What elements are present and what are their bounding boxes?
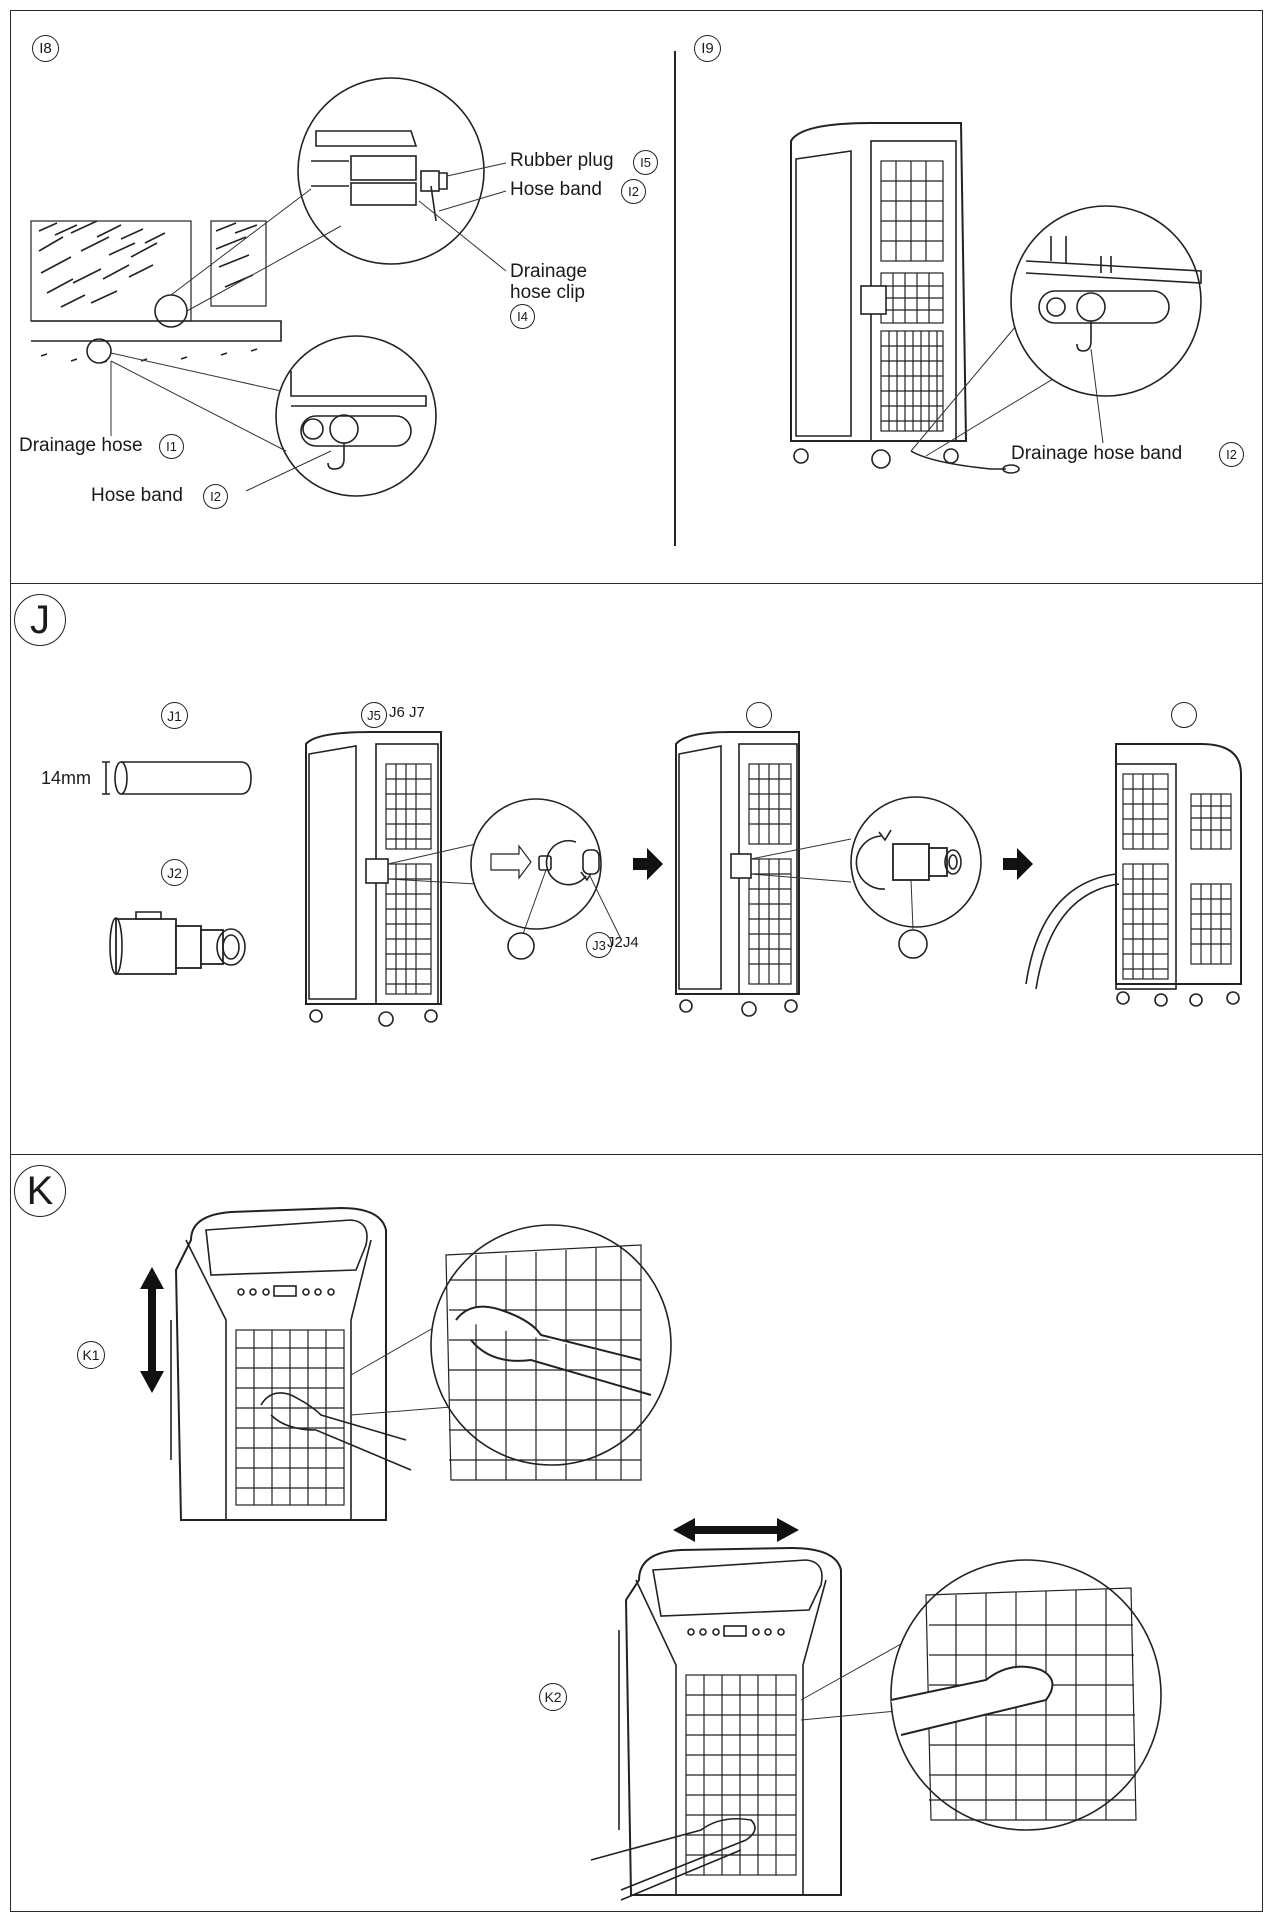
label-drainage-clip-1: Drainage (510, 261, 588, 282)
leader-hose-band-bottom (245, 450, 332, 492)
section-k-letter: K (14, 1165, 66, 1217)
leader-hose-band-top (438, 190, 507, 212)
leader-rubber-plug (446, 162, 507, 177)
j2-ref: J2 (161, 859, 188, 886)
horizontal-double-arrow-icon (673, 1518, 799, 1542)
panel-j: J J1 14mm J2 J5 J6 J7 (10, 583, 1263, 1155)
k1-ref: K1 (77, 1341, 105, 1369)
j-step2-illustration (675, 731, 982, 1017)
ref-i5: I5 (633, 150, 658, 175)
k2-ref: K2 (539, 1683, 567, 1711)
arrow-right-icon (1003, 848, 1033, 880)
j3-ref: J3 (586, 932, 612, 958)
j5-ref: J5 (361, 702, 387, 728)
panel-i: I8 (10, 10, 1263, 585)
k1-unit (170, 1206, 412, 1521)
label-drainage-hose: Drainage hose (19, 435, 143, 456)
i9-ac-unit (790, 122, 1020, 474)
ref-i2-bottom: I2 (203, 484, 228, 509)
i8-zoom-top-detail (311, 130, 448, 222)
j6-j7-refs: J6 J7 (389, 704, 425, 721)
j2-connector-illustration (109, 911, 246, 975)
i8-zoom-bottom-detail (290, 371, 427, 470)
j-unit-3 (1025, 743, 1242, 1007)
label-hose-band-top: Hose band (510, 179, 602, 200)
j1-hose-illustration (102, 761, 252, 795)
step-i8-number: I8 (32, 35, 59, 62)
i8-unit-grille (30, 220, 282, 364)
j-step3-illustration (1025, 743, 1242, 1007)
j2-j4-refs: J2J4 (607, 934, 639, 951)
k1-control-panel (237, 1285, 335, 1297)
i9-zoom-detail (1025, 236, 1202, 352)
i9-illustration (790, 122, 1202, 474)
i8-illustration (30, 77, 507, 497)
j-step1-illustration (305, 731, 622, 1027)
ref-i1: I1 (159, 434, 184, 459)
i-divider (674, 51, 676, 546)
label-drainage-hose-band: Drainage hose band (1011, 443, 1183, 464)
k2-illustration (590, 1546, 1162, 1901)
label-rubber-plug: Rubber plug (510, 150, 614, 171)
j-unit-1 (305, 731, 442, 1027)
k1-zoom-circle (430, 1224, 672, 1466)
leader-drainage-clip (418, 200, 507, 272)
panel-k: K K1 (10, 1154, 1263, 1912)
k1-zoom-detail (445, 1244, 642, 1481)
arrow-right-icon (633, 848, 663, 880)
j1-ref: J1 (161, 702, 188, 729)
vertical-double-arrow-icon (140, 1267, 164, 1393)
j-step3-ref (1171, 702, 1197, 728)
label-hose-band-bottom: Hose band (91, 485, 183, 506)
j1-dimension: 14mm (41, 768, 92, 788)
section-j-letter: J (14, 594, 66, 646)
leader-drainage-hose-band (1090, 348, 1104, 444)
k2-unit (590, 1546, 842, 1901)
step-i9-number: I9 (694, 35, 721, 62)
j-step2-ref (746, 702, 772, 728)
ref-i4: I4 (510, 304, 535, 329)
k1-illustration (170, 1206, 672, 1521)
k2-control-panel (687, 1625, 785, 1637)
j-zoom-1 (470, 798, 602, 930)
j-unit-2 (675, 731, 800, 1017)
ref-i2-i9: I2 (1219, 442, 1244, 467)
ref-i2-top: I2 (621, 179, 646, 204)
label-drainage-clip-2: hose clip (510, 282, 585, 303)
